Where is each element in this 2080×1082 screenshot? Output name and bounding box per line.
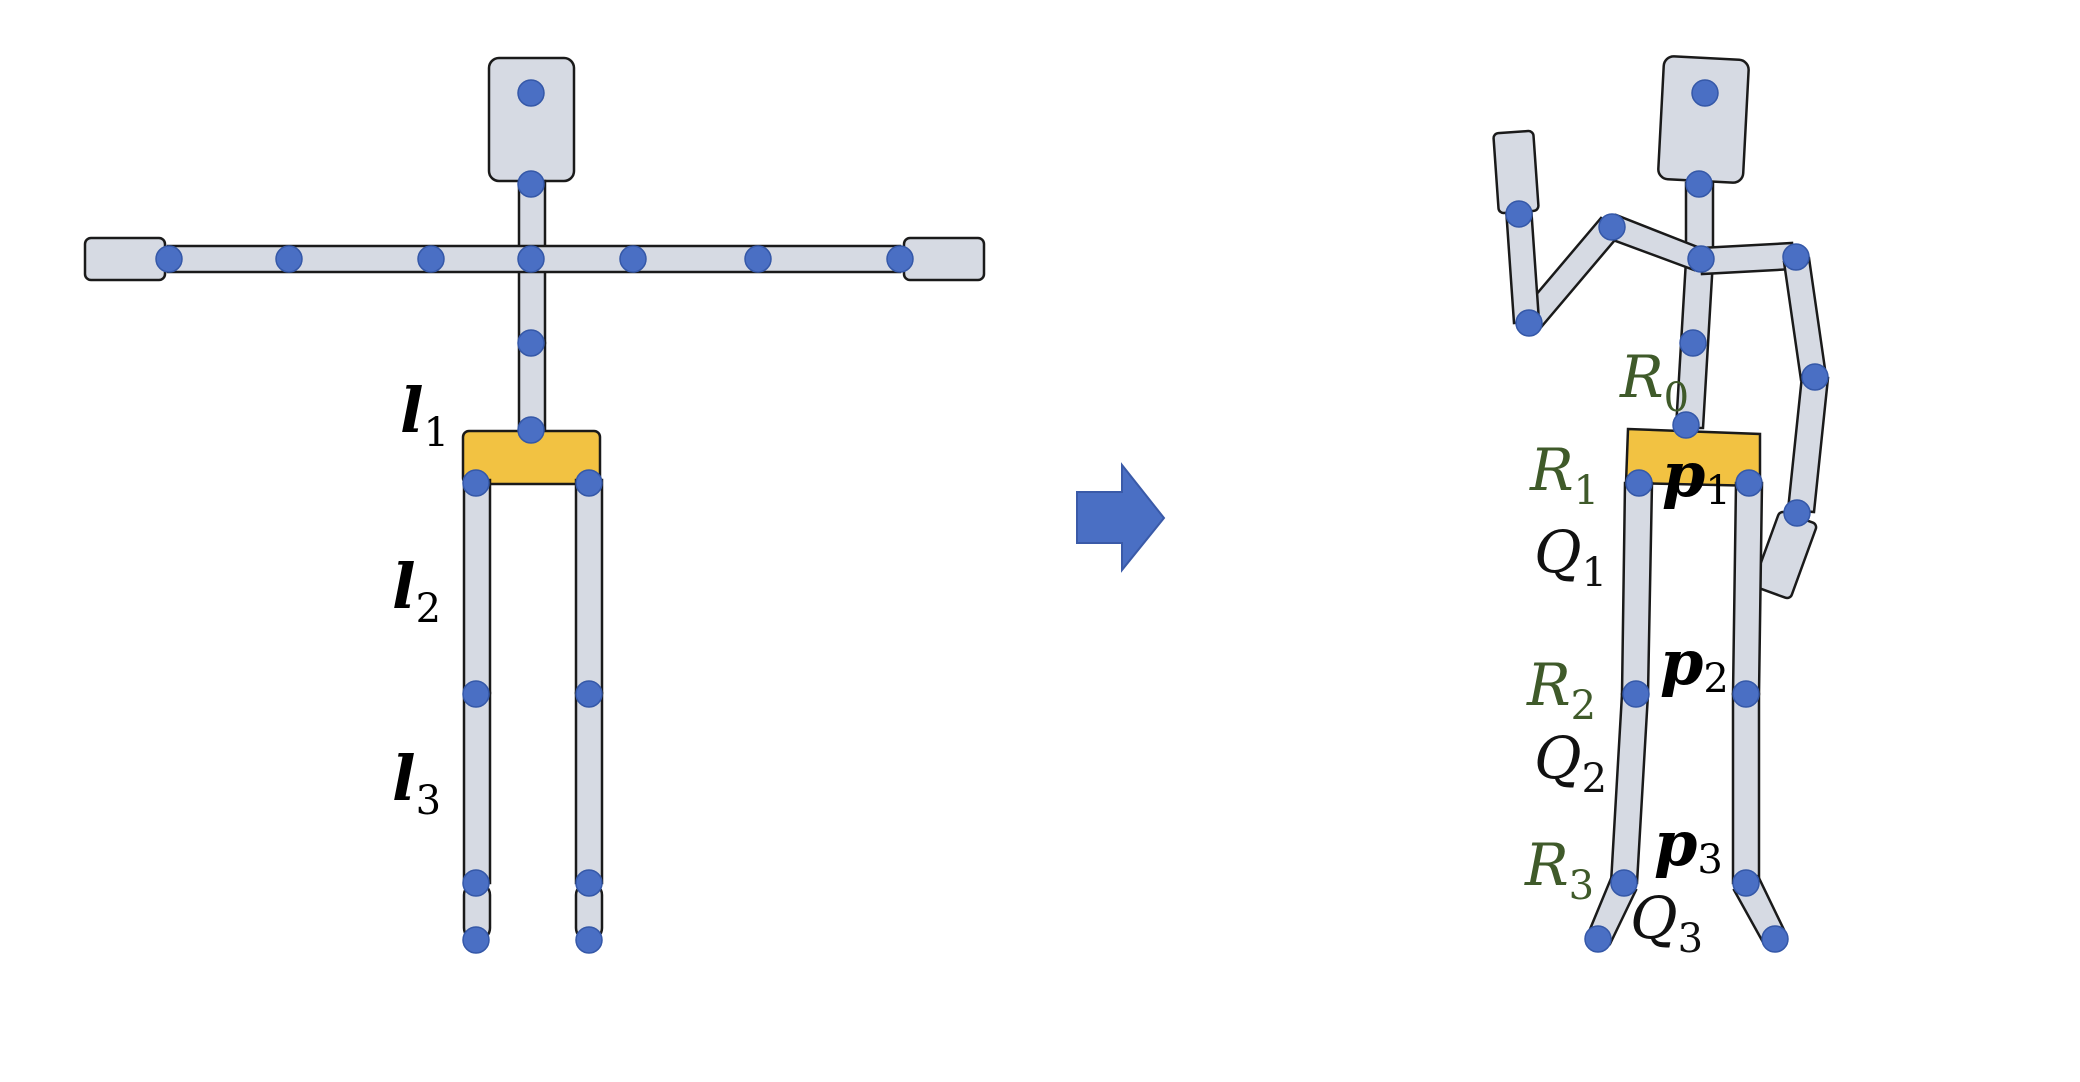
joint-left-elbow	[1515, 309, 1543, 337]
joint-right-shoulder	[1782, 243, 1810, 271]
joint-spine	[1679, 329, 1707, 357]
left-shin	[1609, 692, 1650, 885]
label-Q2: Q2	[1534, 724, 1607, 802]
joint-right-elbow	[1801, 363, 1829, 391]
joint-left-knee	[1622, 680, 1650, 708]
joint-root	[517, 416, 545, 444]
label-p1: p1	[1662, 438, 1731, 514]
joint-right-shoulder	[619, 245, 647, 273]
joint-head	[517, 79, 545, 107]
joint-root	[1672, 411, 1700, 439]
joint-right-ankle	[1732, 869, 1760, 897]
right-shin	[574, 691, 604, 885]
label-Q3: Q3	[1630, 884, 1703, 962]
joint-left-toe	[1584, 925, 1612, 953]
right-shin	[1731, 692, 1761, 885]
right-arrow-icon	[1076, 462, 1166, 573]
right-hand	[902, 236, 986, 282]
label-l3: l3	[392, 742, 441, 824]
joint-left-wrist	[1505, 200, 1533, 228]
joint-right-toe	[575, 926, 603, 954]
label-R2: R2	[1526, 651, 1596, 729]
label-l2: l2	[392, 550, 441, 632]
t-pose-skeleton: l1 l2 l3	[83, 56, 986, 954]
posed-skeleton: R0 R1 R2 R3 Q1 Q2 Q3 p1 p2 p3	[1492, 55, 1830, 962]
joint-left-shoulder	[1598, 213, 1626, 241]
label-R0: R0	[1619, 343, 1689, 421]
label-Q1: Q1	[1534, 518, 1607, 596]
joint-right-ankle	[575, 869, 603, 897]
right-upper-arm	[1782, 256, 1828, 382]
left-thigh	[462, 478, 492, 695]
head	[1657, 55, 1750, 184]
joint-right-knee	[1732, 680, 1760, 708]
joint-left-shoulder	[417, 245, 445, 273]
joint-right-toe	[1761, 925, 1789, 953]
joint-right-wrist	[886, 245, 914, 273]
joint-left-hip	[462, 469, 490, 497]
joint-right-elbow	[744, 245, 772, 273]
label-R1: R1	[1529, 436, 1599, 514]
joint-neck	[1685, 170, 1713, 198]
joint-left-ankle	[1610, 869, 1638, 897]
joint-left-wrist	[155, 245, 183, 273]
joint-right-wrist	[1783, 499, 1811, 527]
joint-left-hip	[1625, 469, 1653, 497]
joint-neck	[517, 170, 545, 198]
head	[487, 56, 576, 183]
label-p3: p3	[1654, 807, 1723, 883]
label-p2: p2	[1660, 626, 1729, 702]
joint-spine	[517, 329, 545, 357]
left-thigh	[1620, 481, 1654, 696]
joint-left-elbow	[275, 245, 303, 273]
joint-head	[1691, 79, 1719, 107]
right-forearm	[1786, 374, 1830, 514]
joint-left-knee	[462, 680, 490, 708]
joint-right-knee	[575, 680, 603, 708]
right-thigh	[574, 478, 604, 695]
right-thigh	[1731, 481, 1764, 696]
joint-right-hip	[1735, 469, 1763, 497]
label-l1: l1	[400, 374, 449, 456]
joint-shoulder-center	[517, 245, 545, 273]
left-hand	[83, 236, 167, 282]
joint-right-hip	[575, 469, 603, 497]
joint-left-ankle	[462, 869, 490, 897]
joint-left-toe	[462, 926, 490, 954]
label-R3: R3	[1524, 831, 1594, 909]
joint-shoulder-center	[1687, 245, 1715, 273]
left-shin	[462, 691, 492, 885]
